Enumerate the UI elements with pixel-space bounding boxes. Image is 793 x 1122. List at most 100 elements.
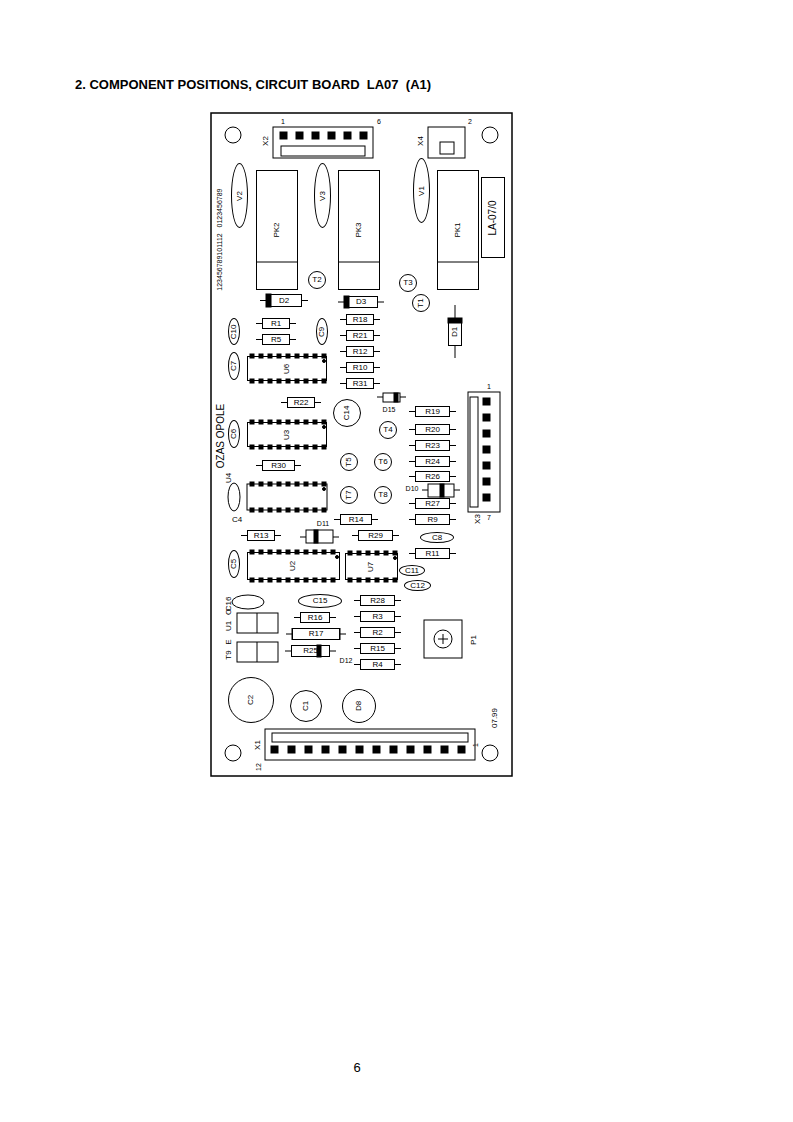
pin-pad <box>441 746 448 753</box>
board-label: X4 <box>417 136 425 146</box>
component-lead <box>395 664 401 665</box>
component-lead <box>330 651 336 652</box>
pin-pad <box>344 132 351 139</box>
ic-package: U2 <box>247 552 340 580</box>
component-lead <box>374 335 380 336</box>
ic-pin <box>366 578 370 582</box>
ic-pin <box>322 482 326 486</box>
ic-pin <box>393 578 397 582</box>
component-box: R24 <box>415 456 450 467</box>
capacitor-outline: C15 <box>298 594 342 608</box>
board-mark <box>383 393 400 402</box>
ic-pin <box>295 578 299 582</box>
component-box: R16 <box>300 612 330 623</box>
component-box: R15 <box>360 643 395 654</box>
component-label: V3 <box>318 191 326 201</box>
ic-pin <box>250 508 254 512</box>
component-box: R18 <box>346 314 374 325</box>
pin-pad <box>483 398 490 405</box>
ic-pin <box>331 578 335 582</box>
capacitor-outline: C6 <box>228 420 240 448</box>
capacitor-outline: C7 <box>228 352 240 380</box>
component-label: C10 <box>230 324 238 339</box>
component-lead <box>450 445 456 446</box>
component-box: D2 <box>266 294 302 307</box>
component-label: T6 <box>378 458 387 466</box>
capacitor-outline: V2 <box>231 163 248 228</box>
board-label: T9 <box>225 650 233 659</box>
board-mark <box>247 484 327 510</box>
ic-pin <box>259 482 263 486</box>
ic-pin <box>277 508 281 512</box>
ic-pin <box>295 379 299 383</box>
ic-pin <box>322 508 326 512</box>
pin-pad <box>280 132 287 139</box>
component-box: R2 <box>360 627 395 638</box>
board-mark <box>281 146 365 156</box>
board-label: U1 <box>225 621 233 631</box>
ic-pin <box>322 379 326 383</box>
component-label: T4 <box>383 426 392 434</box>
component-label: R23 <box>425 442 440 450</box>
component-label: R11 <box>425 550 439 558</box>
ic-pin <box>250 482 254 486</box>
component-label: T2 <box>312 276 321 284</box>
round-component: T4 <box>379 421 397 439</box>
component-label: R1 <box>271 320 281 328</box>
ic-pin <box>250 379 254 383</box>
board-mark <box>225 745 241 761</box>
board-mark <box>424 620 462 658</box>
board-mark <box>232 595 264 609</box>
component-box: R4 <box>360 659 395 670</box>
component-box: R3 <box>360 611 395 622</box>
ic-pin <box>277 445 281 449</box>
ic-pin <box>322 445 326 449</box>
ic-pin <box>259 445 263 449</box>
ic-pin <box>357 578 361 582</box>
ic-pin <box>250 578 254 582</box>
component-label: R30 <box>271 462 286 470</box>
board-mark <box>428 484 454 497</box>
round-component: T3 <box>399 274 417 292</box>
board-label: D10 <box>406 485 419 492</box>
pin-pad <box>339 746 346 753</box>
capacitor-outline: V1 <box>413 158 430 223</box>
round-component: T1 <box>412 294 430 312</box>
component-box: R9 <box>415 514 450 525</box>
ic-pin <box>313 482 317 486</box>
ic-package: U7 <box>345 553 398 580</box>
board-label: 0123456789 <box>216 189 223 228</box>
component-box: R22 <box>287 397 315 408</box>
component-label: R28 <box>370 597 385 605</box>
pin-pad <box>312 132 319 139</box>
component-box: R21 <box>346 330 374 341</box>
board-mark <box>228 483 240 511</box>
board-mark <box>440 484 444 497</box>
capacitor-outline: C11 <box>399 565 425 576</box>
board-mark <box>300 537 306 538</box>
component-label: V1 <box>417 186 425 196</box>
component-label: C8 <box>432 534 442 542</box>
component-label: R29 <box>368 532 383 540</box>
ic-pin <box>268 482 272 486</box>
board-mark <box>422 490 428 491</box>
ic-pin <box>313 578 317 582</box>
component-box: PK2 <box>256 170 298 290</box>
component-box: R25 <box>291 645 330 657</box>
board-mark <box>257 642 258 662</box>
ic-pin <box>286 445 290 449</box>
component-label: C14 <box>343 406 351 421</box>
capacitor-outline: C5 <box>228 550 240 578</box>
component-label: R14 <box>349 516 364 524</box>
board-label: 1 <box>281 118 285 125</box>
component-label: D1 <box>451 327 459 337</box>
board-mark <box>256 262 298 263</box>
board-mark <box>211 113 512 776</box>
pin-pad <box>390 746 397 753</box>
board-mark <box>455 305 456 318</box>
component-lead <box>295 465 301 466</box>
ic-pin <box>304 445 308 449</box>
component-lead <box>330 617 336 618</box>
component-label: C2 <box>247 695 255 705</box>
